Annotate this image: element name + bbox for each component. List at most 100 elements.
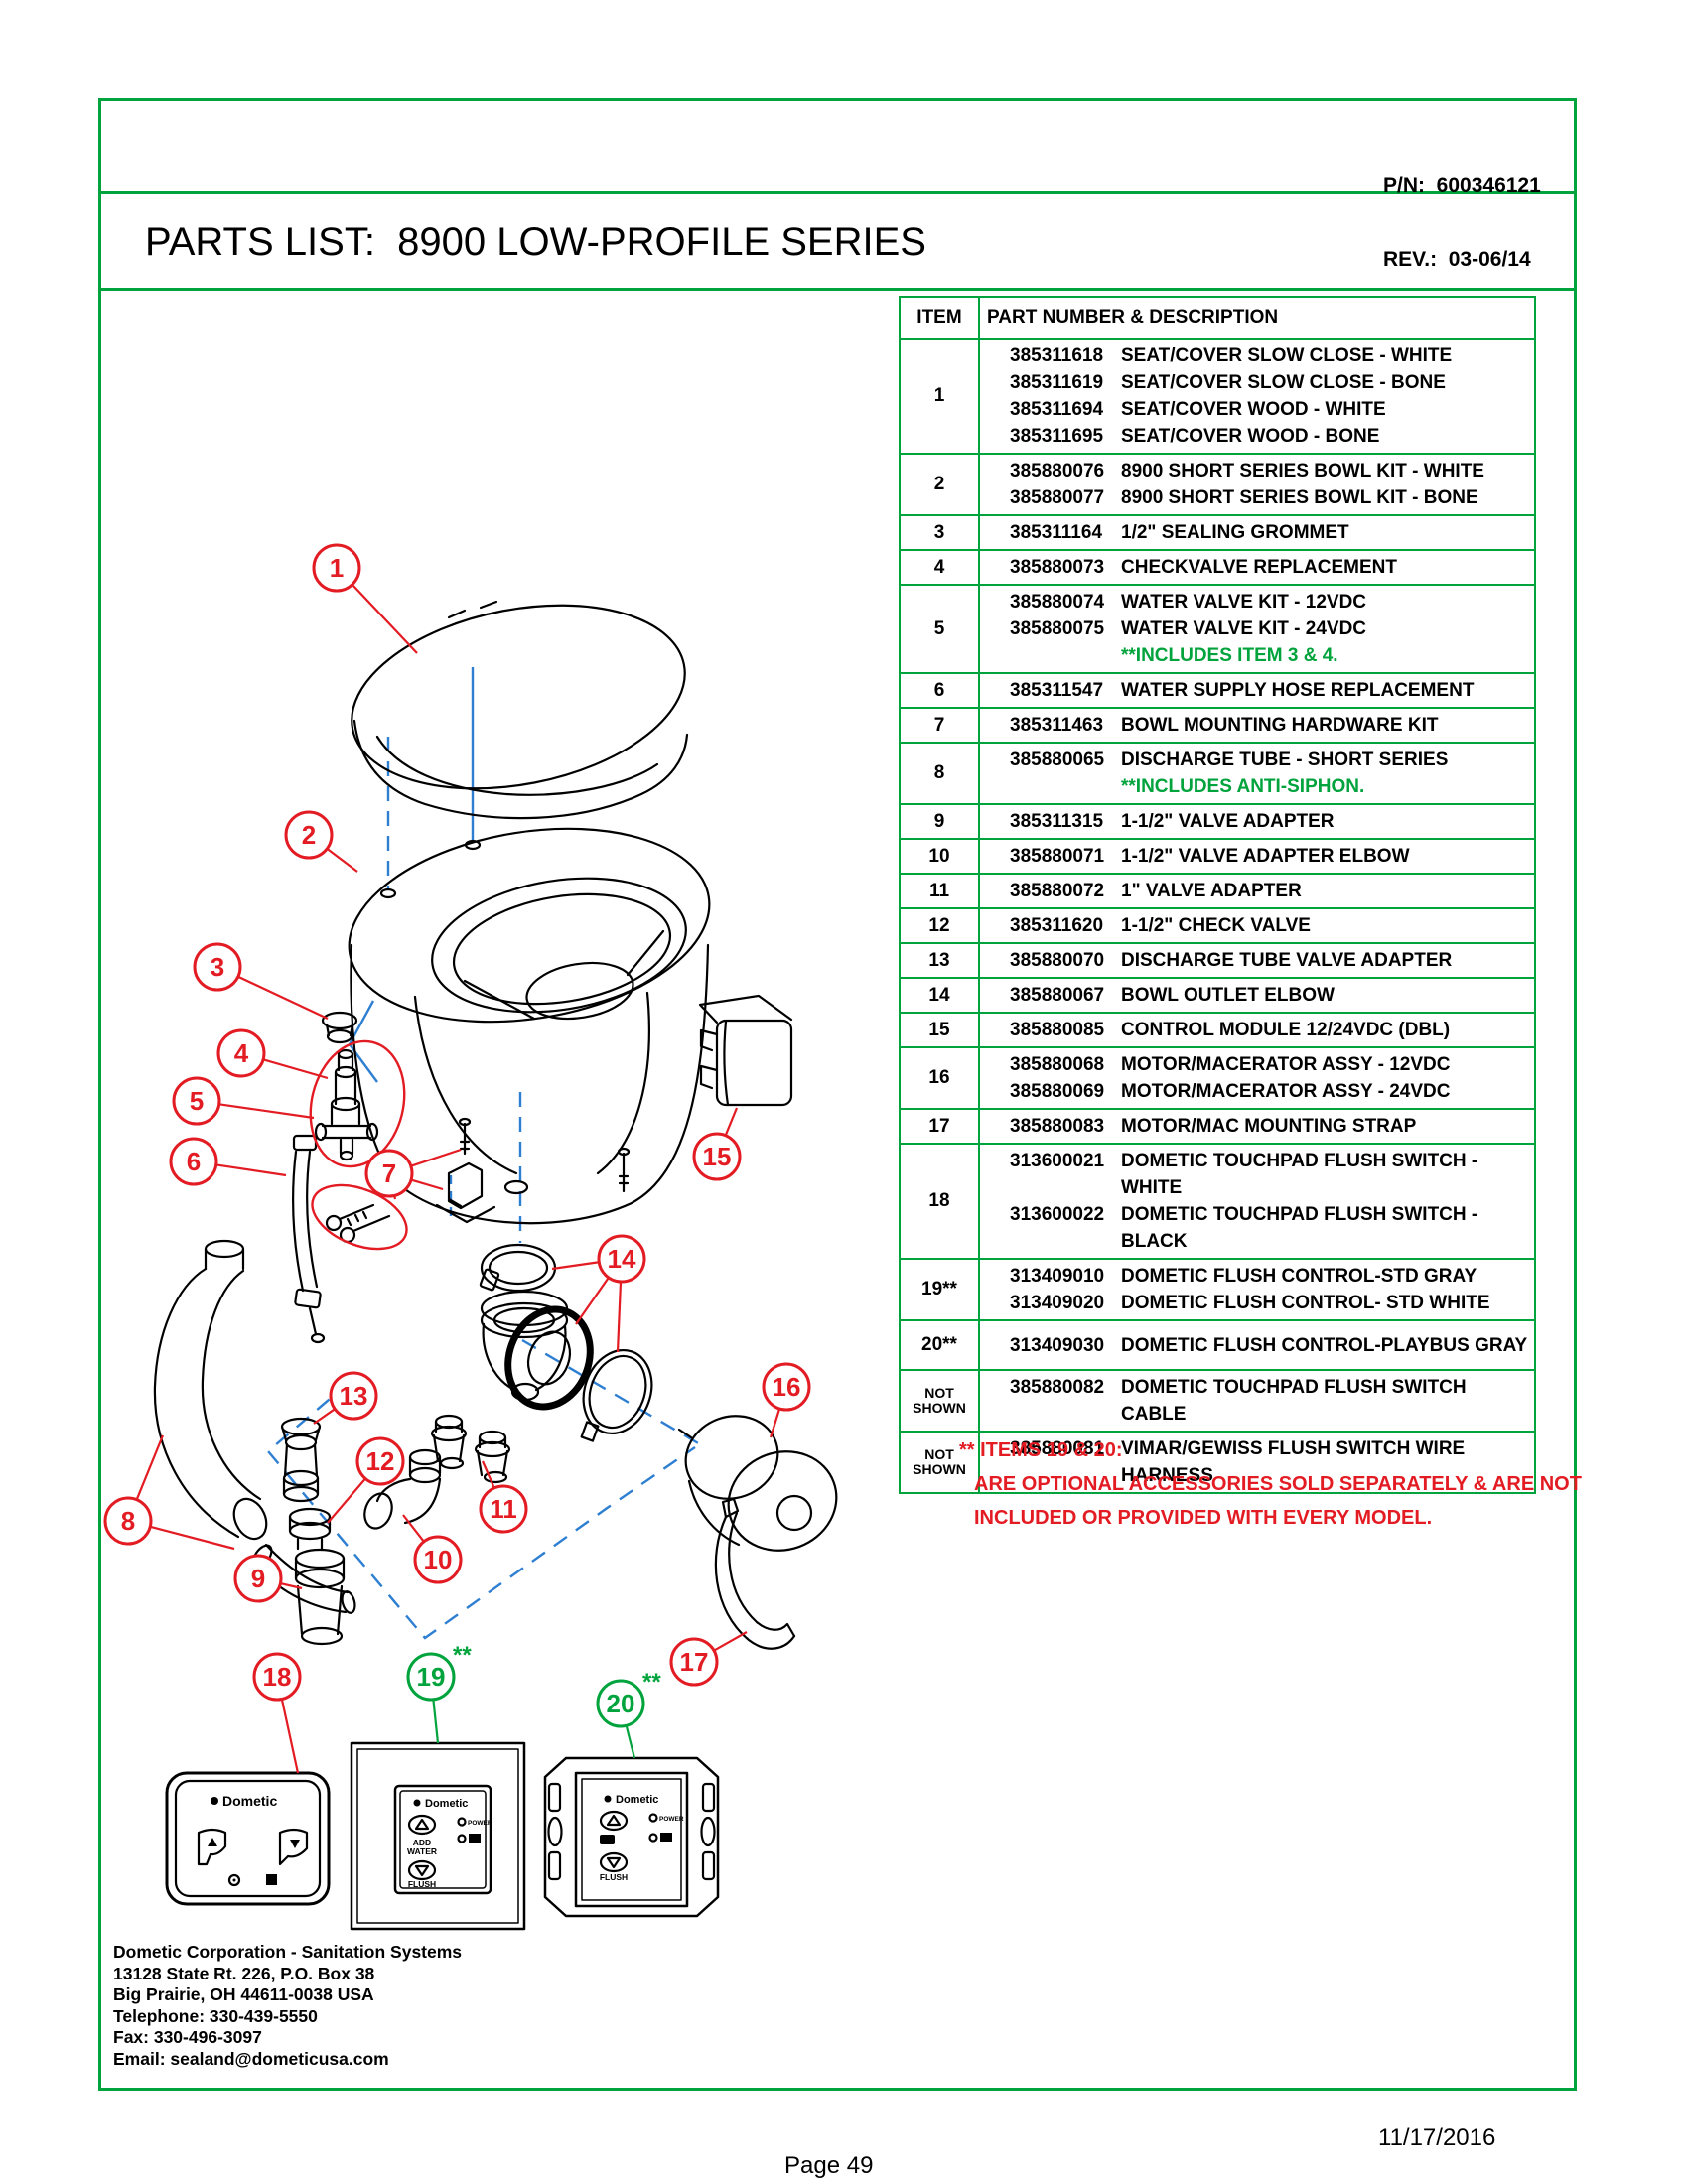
footer-page-number: Page 49 (784, 2152, 874, 2179)
part-number: 385311164 (1010, 522, 1103, 543)
item-number: 14 (928, 984, 950, 1006)
part-number: 313409010 (1010, 1266, 1105, 1287)
part-description: 1" VALVE ADAPTER (1121, 881, 1302, 901)
company-address-line: Fax: 330-496-3097 (113, 2027, 262, 2047)
part-number: 313600022 (1010, 1204, 1105, 1225)
part-lines: 385311547 WATER SUPPLY HOSE REPLACEMENT (978, 674, 1534, 707)
part-line: 385880070 DISCHARGE TUBE VALVE ADAPTER (980, 947, 1534, 974)
part-number: 313409020 (1010, 1293, 1105, 1313)
part-number: 385880085 (1010, 1020, 1105, 1040)
footer-date: 11/17/2016 (1378, 2124, 1496, 2151)
part-number: 385311547 (1010, 680, 1104, 701)
part-description: DISCHARGE TUBE VALVE ADAPTER (1121, 950, 1453, 971)
part-number: 385311694 (1010, 399, 1104, 420)
header-divider-bottom (98, 288, 1577, 291)
item-number: 18 (928, 1190, 950, 1211)
item-number: 7 (933, 714, 945, 736)
item-number: 5 (933, 617, 945, 639)
part-description: 8900 SHORT SERIES BOWL KIT - BONE (1121, 487, 1478, 508)
rev-label: REV.: 03-06/14 (1383, 248, 1531, 271)
part-description: DOMETIC FLUSH CONTROL-PLAYBUS GRAY (1121, 1334, 1528, 1356)
company-address-line: Telephone: 330-439-5550 (113, 2005, 318, 2026)
part-number: 313600021 (1010, 1151, 1105, 1171)
part-description: MOTOR/MACERATOR ASSY - 12VDC (1121, 1054, 1451, 1075)
item-number: 17 (928, 1115, 950, 1137)
part-line: 313409030 DOMETIC FLUSH CONTROL-PLAYBUS G… (980, 1332, 1534, 1359)
column-header-part-description: PART NUMBER & DESCRIPTION (978, 298, 1534, 338)
part-number: 385880068 (1010, 1054, 1105, 1075)
part-line: 313409020 DOMETIC FLUSH CONTROL- STD WHIT… (980, 1290, 1534, 1316)
part-line: 385880068 MOTOR/MACERATOR ASSY - 12VDC (980, 1051, 1534, 1078)
note-line: ARE OPTIONAL ACCESSORIES SOLD SEPARATELY… (974, 1473, 1582, 1495)
part-number: 385880070 (1010, 950, 1105, 971)
part-description: WATER SUPPLY HOSE REPLACEMENT (1121, 680, 1475, 701)
item-number: 10 (928, 845, 950, 867)
part-lines: 385880070 DISCHARGE TUBE VALVE ADAPTER (978, 944, 1534, 977)
page-border (98, 98, 1577, 2091)
part-description: DOMETIC FLUSH CONTROL- STD WHITE (1121, 1293, 1490, 1313)
part-description: 1-1/2" VALVE ADAPTER (1121, 811, 1335, 832)
item-number: 15 (928, 1019, 950, 1040)
part-number: 313409030 (1010, 1334, 1105, 1356)
part-description: DISCHARGE TUBE - SHORT SERIES (1121, 750, 1449, 770)
part-number: 385880081 (1010, 1438, 1105, 1459)
part-description: WATER VALVE KIT - 24VDC (1121, 618, 1367, 639)
company-address: Dometic Corporation - Sanitation Systems… (113, 1942, 462, 2070)
part-description: MOTOR/MACERATOR ASSY - 24VDC (1121, 1081, 1451, 1102)
part-number: 385880072 (1010, 881, 1105, 901)
part-number: 385880071 (1010, 846, 1105, 867)
item-number: 2 (933, 474, 945, 494)
part-line: 385880072 1" VALVE ADAPTER (980, 878, 1534, 904)
part-description: MOTOR/MAC MOUNTING STRAP (1121, 1116, 1417, 1137)
part-number: 385880074 (1010, 592, 1105, 613)
note-line: ** ITEMS 19 & 20: (959, 1439, 1123, 1461)
item-number: NOT SHOWN (913, 1385, 966, 1416)
item-number: 20** (921, 1334, 957, 1355)
part-description: 8900 SHORT SERIES BOWL KIT - WHITE (1121, 461, 1484, 481)
part-description: SEAT/COVER WOOD - BONE (1121, 426, 1380, 447)
item-number: 13 (928, 949, 950, 971)
part-number: 385880069 (1010, 1081, 1105, 1102)
item-number: 12 (928, 914, 950, 936)
